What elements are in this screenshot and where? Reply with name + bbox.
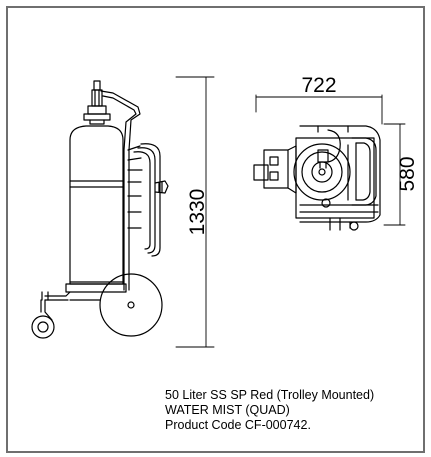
- depth-dimension-label: 580: [396, 156, 419, 191]
- width-dimension-label: 722: [301, 74, 336, 97]
- caption-product-type: WATER MIST (QUAD): [165, 403, 290, 417]
- height-dimension-label: 1330: [186, 189, 209, 236]
- top-view: [253, 94, 406, 231]
- product-caption: 50 Liter SS SP Red (Trolley Mounted) WAT…: [165, 388, 420, 433]
- caption-product-code: Product Code CF-000742.: [165, 418, 311, 432]
- height-dimension: [175, 76, 215, 348]
- side-view: [31, 80, 169, 339]
- caption-product-name: 50 Liter SS SP Red (Trolley Mounted): [165, 388, 375, 402]
